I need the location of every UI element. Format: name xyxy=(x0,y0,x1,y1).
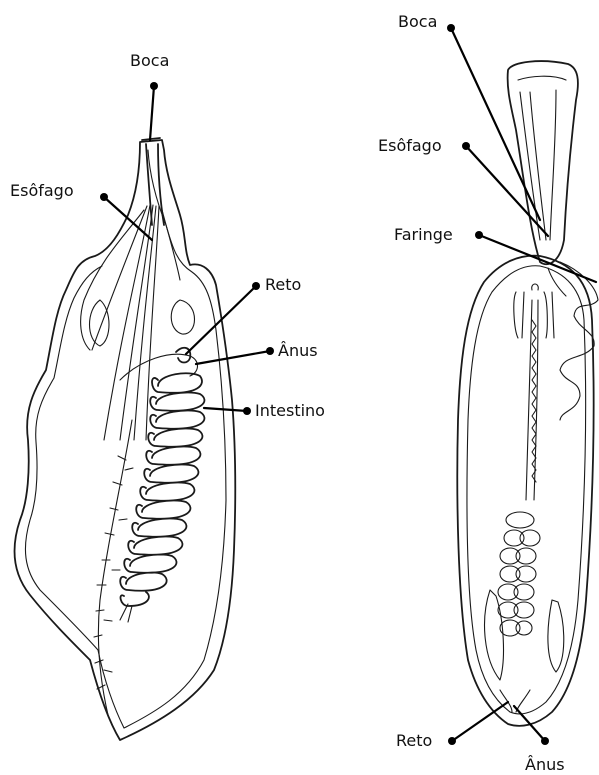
right-leaders xyxy=(447,24,596,745)
left-nerve-spines xyxy=(94,456,133,689)
labels: Boca Esôfago Reto Ânus Intestino Boca Es… xyxy=(10,12,565,774)
left-body-inner-outline xyxy=(25,150,226,728)
right-label-reto: Reto xyxy=(396,731,432,750)
left-label-reto: Reto xyxy=(265,275,301,294)
right-label-faringe: Faringe xyxy=(394,225,453,244)
right-intestine-mass xyxy=(498,512,540,636)
left-specimen xyxy=(15,138,236,740)
right-label-anus: Ânus xyxy=(525,755,565,774)
right-label-esofago: Esôfago xyxy=(378,136,442,155)
left-label-esofago: Esôfago xyxy=(10,181,74,200)
right-body-outline xyxy=(457,256,593,726)
right-neck-inner xyxy=(518,76,566,240)
left-nerve-cord xyxy=(98,420,132,715)
right-label-boca: Boca xyxy=(398,12,437,31)
left-label-anus: Ânus xyxy=(278,341,318,360)
left-body-outline xyxy=(15,140,236,740)
left-label-boca: Boca xyxy=(130,51,169,70)
left-intestine-coil xyxy=(120,354,204,622)
left-esophagus-strands xyxy=(81,205,180,440)
left-leaders xyxy=(100,82,274,415)
right-neck-outline xyxy=(508,61,578,264)
left-label-intestino: Intestino xyxy=(255,401,325,420)
right-gut-coil xyxy=(532,320,536,482)
